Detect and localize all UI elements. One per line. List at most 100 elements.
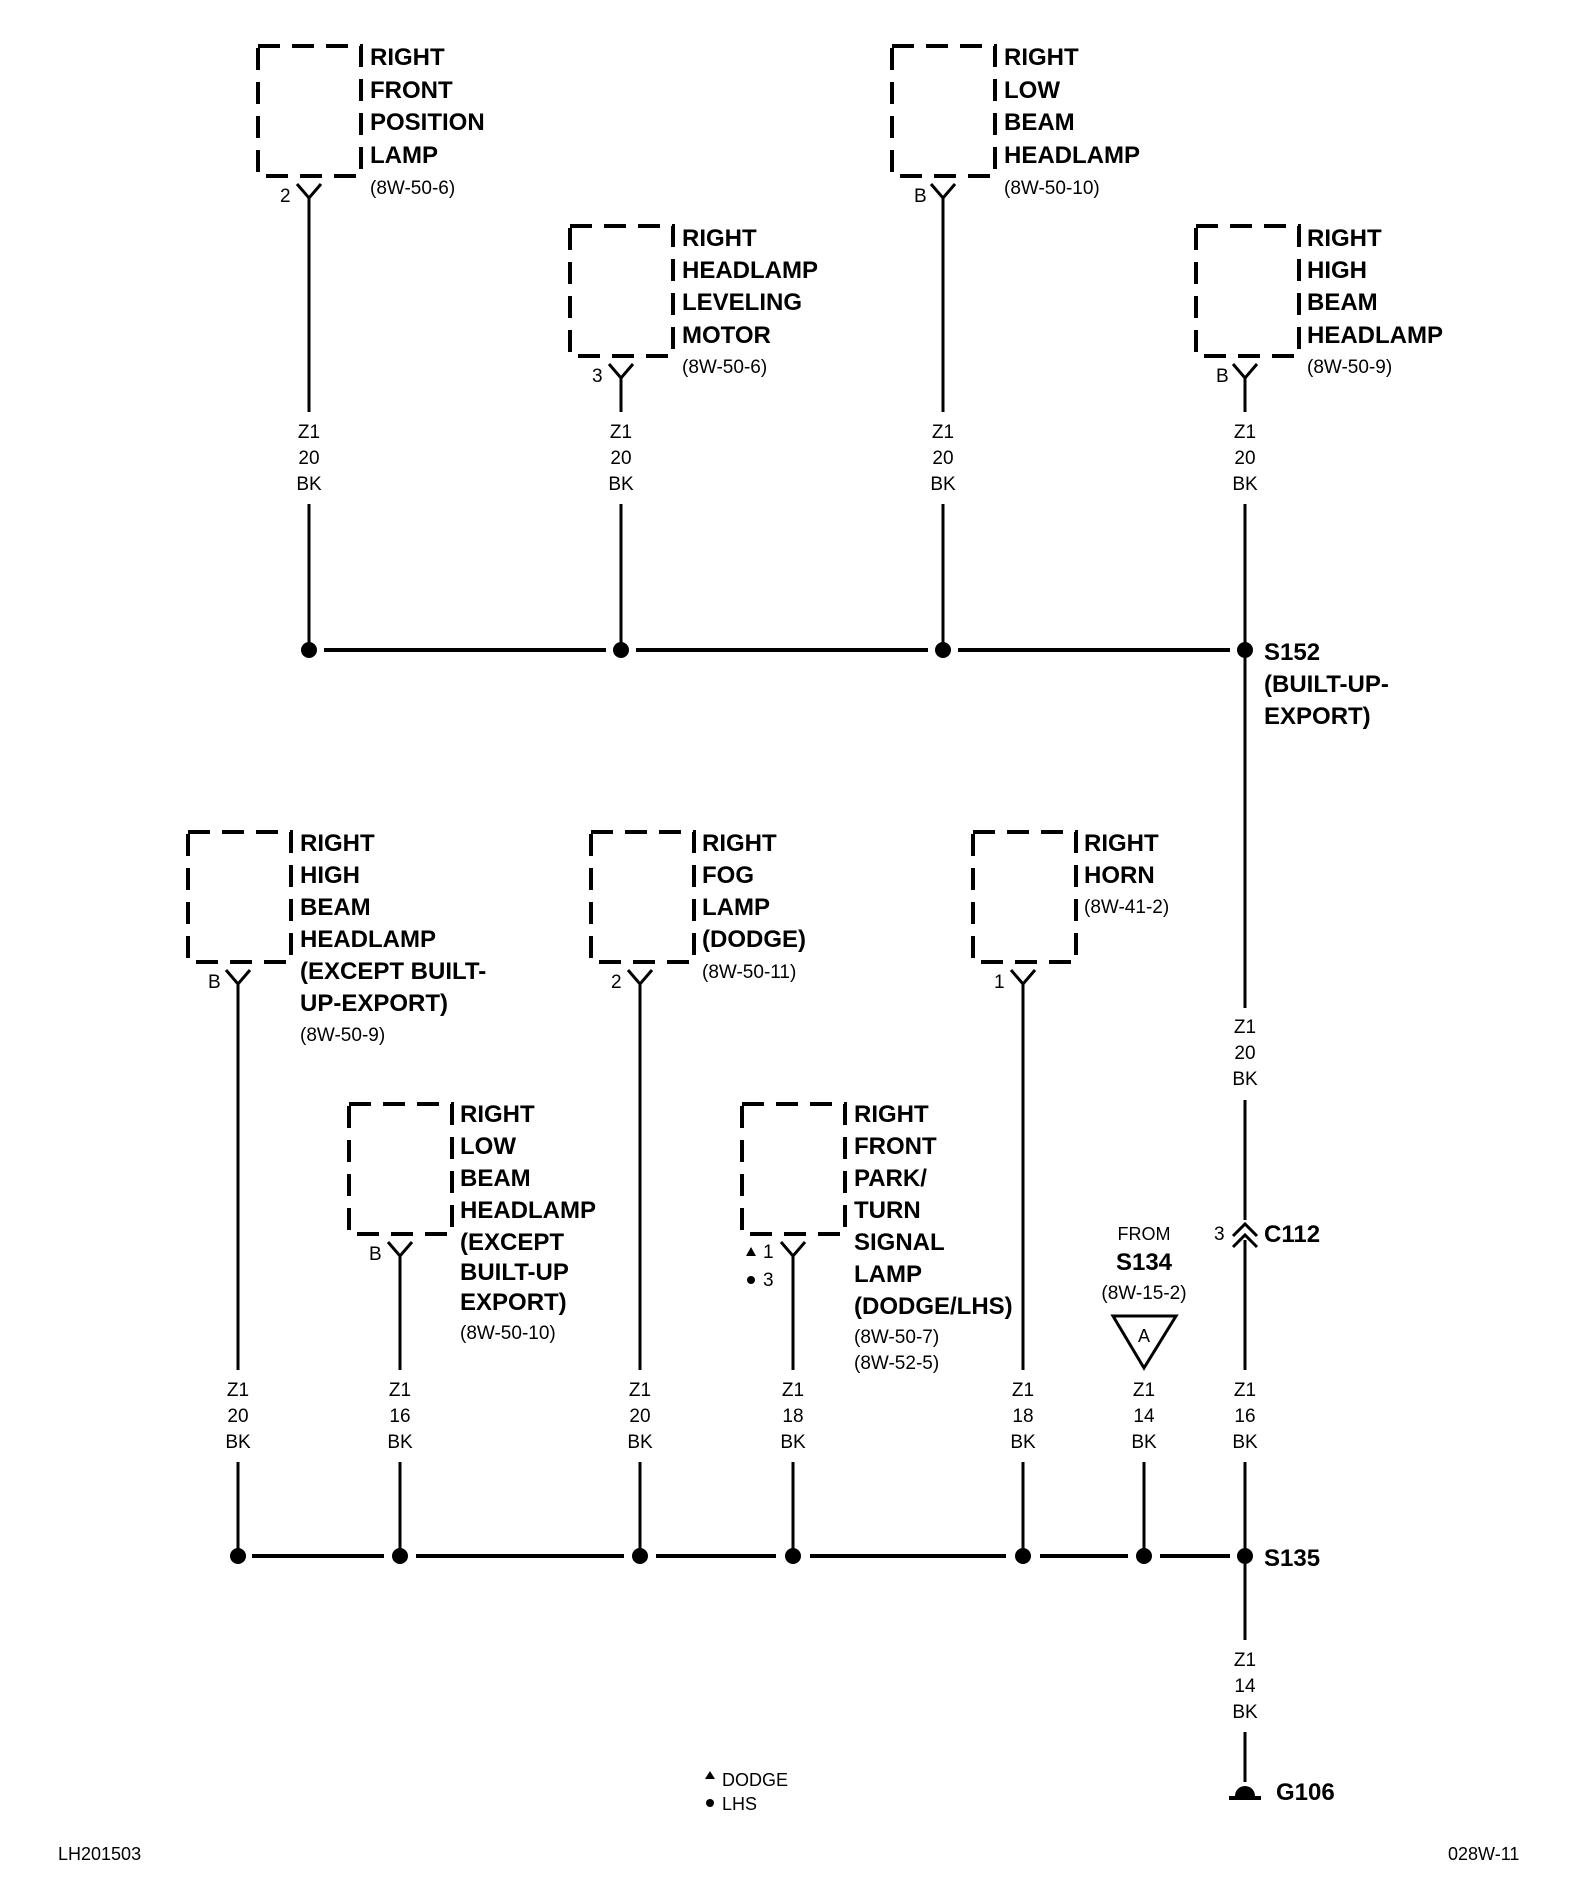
svg-text:Z1: Z1 xyxy=(1234,1017,1256,1038)
svg-text:Z1: Z1 xyxy=(1234,1650,1256,1671)
svg-text:BK: BK xyxy=(780,1432,806,1453)
splice-node xyxy=(1237,642,1253,658)
splice-node xyxy=(1015,1548,1031,1564)
svg-text:S134: S134 xyxy=(1116,1249,1173,1276)
svg-text:Z1: Z1 xyxy=(1234,422,1256,443)
svg-text:20: 20 xyxy=(610,448,631,469)
svg-text:(8W-50-11): (8W-50-11) xyxy=(702,962,796,983)
svg-text:BK: BK xyxy=(608,474,634,495)
lhs-dot-icon xyxy=(706,1799,714,1807)
splice-s152-bus: S152 (BUILT-UP- EXPORT) xyxy=(301,639,1389,730)
svg-text:BEAM: BEAM xyxy=(300,894,371,921)
svg-text:S152: S152 xyxy=(1264,639,1320,666)
svg-text:Z1: Z1 xyxy=(227,1380,249,1401)
svg-text:(EXCEPT: (EXCEPT xyxy=(460,1229,564,1256)
svg-text:RIGHT: RIGHT xyxy=(300,830,375,857)
right-front-park-turn-signal-lamp: RIGHT FRONT PARK/ TURN SIGNAL LAMP (DODG… xyxy=(740,1101,1013,1552)
svg-text:(8W-50-6): (8W-50-6) xyxy=(370,178,455,199)
svg-text:BK: BK xyxy=(1131,1432,1157,1453)
svg-text:BUILT-UP: BUILT-UP xyxy=(460,1259,569,1286)
svg-text:(8W-50-9): (8W-50-9) xyxy=(300,1025,385,1046)
svg-text:FOG: FOG xyxy=(702,862,754,889)
right-high-beam-headlamp-except: RIGHT HIGH BEAM HEADLAMP (EXCEPT BUILT- … xyxy=(186,830,486,1552)
svg-text:1: 1 xyxy=(763,1242,774,1263)
svg-text:16: 16 xyxy=(389,1406,410,1427)
svg-text:RIGHT: RIGHT xyxy=(702,830,777,857)
from-s134-reference: FROM S134 (8W-15-2) A Z1 14 BK xyxy=(1101,1224,1187,1552)
svg-text:18: 18 xyxy=(1012,1406,1033,1427)
svg-text:RIGHT: RIGHT xyxy=(370,44,445,71)
svg-text:20: 20 xyxy=(1234,448,1255,469)
dodge-triangle-icon xyxy=(705,1771,715,1779)
right-low-beam-headlamp: RIGHT LOW BEAM HEADLAMP (8W-50-10) B Z1 … xyxy=(890,44,1140,648)
svg-text:HEADLAMP: HEADLAMP xyxy=(1004,142,1140,169)
svg-text:S135: S135 xyxy=(1264,1545,1320,1572)
svg-text:Z1: Z1 xyxy=(782,1380,804,1401)
svg-text:BK: BK xyxy=(387,1432,413,1453)
splice-node xyxy=(632,1548,648,1564)
svg-text:RIGHT: RIGHT xyxy=(854,1101,929,1128)
svg-text:G106: G106 xyxy=(1276,1779,1335,1806)
svg-text:(8W-50-7): (8W-50-7) xyxy=(854,1327,939,1348)
svg-text:HEADLAMP: HEADLAMP xyxy=(1307,322,1443,349)
svg-text:Z1: Z1 xyxy=(1012,1380,1034,1401)
svg-text:Z1: Z1 xyxy=(932,422,954,443)
off-page-arrow-icon xyxy=(1110,1314,1179,1371)
svg-text:BK: BK xyxy=(627,1432,653,1453)
svg-text:A: A xyxy=(1138,1326,1150,1346)
svg-text:LHS: LHS xyxy=(722,1794,757,1814)
svg-text:HIGH: HIGH xyxy=(300,862,360,889)
svg-text:2: 2 xyxy=(280,186,291,207)
svg-text:(DODGE): (DODGE) xyxy=(702,926,806,953)
svg-text:RIGHT: RIGHT xyxy=(682,225,757,252)
ground-g106: Z1 14 BK G106 xyxy=(1229,1564,1335,1806)
lhs-dot-icon xyxy=(747,1276,755,1284)
svg-text:TURN: TURN xyxy=(854,1197,921,1224)
svg-text:20: 20 xyxy=(1234,1043,1255,1064)
right-low-beam-headlamp-except: RIGHT LOW BEAM HEADLAMP (EXCEPT BUILT-UP… xyxy=(347,1101,596,1552)
svg-text:FRONT: FRONT xyxy=(854,1133,937,1160)
right-headlamp-leveling-motor: RIGHT HEADLAMP LEVELING MOTOR (8W-50-6) … xyxy=(568,224,818,648)
svg-text:RIGHT: RIGHT xyxy=(1307,225,1382,252)
legend: DODGE LHS xyxy=(705,1770,788,1814)
svg-text:HIGH: HIGH xyxy=(1307,257,1367,284)
svg-text:B: B xyxy=(369,1244,382,1265)
svg-text:LAMP: LAMP xyxy=(370,142,438,169)
connector-c112: 3 C112 xyxy=(1214,1221,1320,1249)
splice-node xyxy=(785,1548,801,1564)
right-high-beam-headlamp: RIGHT HIGH BEAM HEADLAMP (8W-50-9) B Z1 … xyxy=(1194,224,1443,648)
right-horn: RIGHT HORN (8W-41-2) 1 Z1 18 BK xyxy=(971,830,1169,1552)
svg-text:(8W-50-6): (8W-50-6) xyxy=(682,357,767,378)
right-front-position-lamp: RIGHT FRONT POSITION LAMP (8W-50-6) 2 Z1… xyxy=(256,44,485,648)
svg-text:HEADLAMP: HEADLAMP xyxy=(300,926,436,953)
splice-node xyxy=(935,642,951,658)
svg-text:(EXCEPT BUILT-: (EXCEPT BUILT- xyxy=(300,958,486,985)
svg-text:(8W-41-2): (8W-41-2) xyxy=(1084,897,1169,918)
svg-text:RIGHT: RIGHT xyxy=(460,1101,535,1128)
svg-text:Z1: Z1 xyxy=(629,1380,651,1401)
svg-text:2: 2 xyxy=(611,972,622,993)
svg-text:(DODGE/LHS): (DODGE/LHS) xyxy=(854,1293,1013,1320)
splice-node xyxy=(230,1548,246,1564)
svg-text:BEAM: BEAM xyxy=(460,1165,531,1192)
svg-text:B: B xyxy=(914,186,927,207)
right-fog-lamp: RIGHT FOG LAMP (DODGE) (8W-50-11) 2 Z1 2… xyxy=(589,830,806,1552)
svg-text:1: 1 xyxy=(994,972,1005,993)
svg-text:EXPORT): EXPORT) xyxy=(1264,703,1371,730)
svg-text:BK: BK xyxy=(1010,1432,1036,1453)
svg-text:MOTOR: MOTOR xyxy=(682,322,771,349)
svg-text:BEAM: BEAM xyxy=(1307,289,1378,316)
svg-text:LOW: LOW xyxy=(1004,77,1060,104)
svg-text:18: 18 xyxy=(782,1406,803,1427)
splice-s135-bus: S135 xyxy=(230,1545,1320,1572)
svg-text:Z1: Z1 xyxy=(298,422,320,443)
svg-text:Z1: Z1 xyxy=(1234,1380,1256,1401)
splice-node xyxy=(301,642,317,658)
svg-text:UP-EXPORT): UP-EXPORT) xyxy=(300,990,448,1017)
svg-text:FROM: FROM xyxy=(1118,1224,1171,1244)
svg-text:RIGHT: RIGHT xyxy=(1084,830,1159,857)
svg-text:LEVELING: LEVELING xyxy=(682,289,802,316)
svg-text:BEAM: BEAM xyxy=(1004,109,1075,136)
svg-text:20: 20 xyxy=(932,448,953,469)
